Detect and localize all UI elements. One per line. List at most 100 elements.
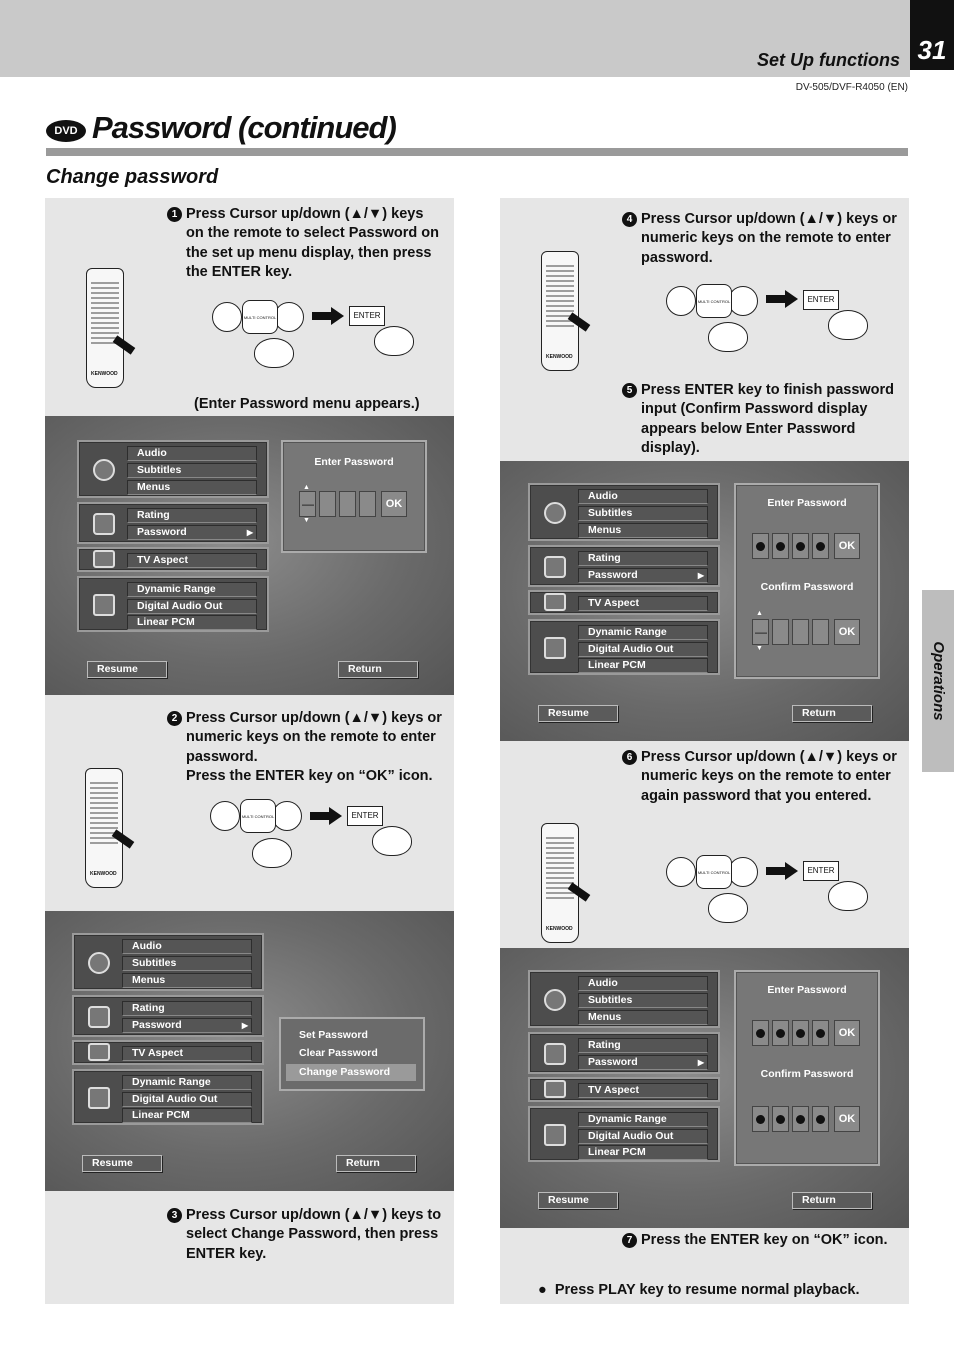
password-digit[interactable] xyxy=(792,1020,809,1046)
menu-item-tv-aspect[interactable]: TV Aspect xyxy=(122,1046,252,1061)
ok-button[interactable]: OK xyxy=(834,619,860,645)
password-digit[interactable] xyxy=(772,1106,789,1132)
menu-item-rating[interactable]: Rating xyxy=(122,1001,252,1016)
password-digit[interactable] xyxy=(772,533,789,559)
menu-item-dynamic-range[interactable]: Dynamic Range xyxy=(122,1075,252,1090)
enter-key-icon: ENTER xyxy=(803,861,839,881)
menu-item-menus[interactable]: Menus xyxy=(127,480,257,495)
cursor-left-icon xyxy=(210,801,240,831)
password-digit[interactable] xyxy=(792,533,809,559)
password-digit[interactable] xyxy=(319,491,336,517)
menu-item-tv-aspect[interactable]: TV Aspect xyxy=(578,1083,708,1098)
menu-item-linear-pcm[interactable]: Linear PCM xyxy=(127,615,257,630)
section-title: Set Up functions xyxy=(757,50,900,70)
step-6: 6 Press Cursor up/down (▲/▼) keys or num… xyxy=(622,748,900,806)
menu-item-rating[interactable]: Rating xyxy=(127,508,257,523)
password-digit[interactable] xyxy=(299,491,316,517)
password-digit[interactable] xyxy=(752,533,769,559)
page-number: 31 xyxy=(910,0,954,70)
speaker-icon xyxy=(544,1124,566,1146)
menu-item-subtitles[interactable]: Subtitles xyxy=(127,463,257,478)
option-set-password[interactable]: Set Password xyxy=(299,1029,368,1041)
ok-button[interactable]: OK xyxy=(381,491,407,517)
page-subtitle: Change password xyxy=(46,166,219,188)
cursor-right-icon xyxy=(272,801,302,831)
menu-item-digital-audio-out[interactable]: Digital Audio Out xyxy=(127,599,257,614)
menu-item-linear-pcm[interactable]: Linear PCM xyxy=(578,1145,708,1160)
menu-item-audio[interactable]: Audio xyxy=(578,489,708,504)
menu-item-linear-pcm[interactable]: Linear PCM xyxy=(578,658,708,673)
remote-brand: KENWOOD xyxy=(546,354,573,360)
password-digit[interactable] xyxy=(812,1020,829,1046)
page-title: Password (continued) xyxy=(92,110,397,145)
menu-item-subtitles[interactable]: Subtitles xyxy=(578,506,708,521)
menu-item-menus[interactable]: Menus xyxy=(578,1010,708,1025)
menu-item-tv-aspect[interactable]: TV Aspect xyxy=(127,553,257,568)
password-dialog: Enter Password OK Confirm Password OK xyxy=(734,970,880,1166)
resume-button[interactable]: Resume xyxy=(538,1192,618,1209)
return-button[interactable]: Return xyxy=(338,661,418,678)
speaker-icon xyxy=(93,594,115,616)
speaker-icon xyxy=(88,1087,110,1109)
speaker-icon xyxy=(544,637,566,659)
cursor-left-icon xyxy=(212,302,242,332)
password-digit[interactable] xyxy=(812,533,829,559)
menu-item-password[interactable]: Password xyxy=(578,568,708,583)
enter-key-icon: ENTER xyxy=(349,306,385,326)
password-digit[interactable] xyxy=(772,619,789,645)
multi-control-icon: MULTI CONTROL xyxy=(212,300,308,334)
menu-item-menus[interactable]: Menus xyxy=(578,523,708,538)
step-1-number: 1 xyxy=(167,207,182,222)
password-digit[interactable] xyxy=(752,1020,769,1046)
menu-item-audio[interactable]: Audio xyxy=(122,939,252,954)
enter-password-label: Enter Password xyxy=(767,984,847,996)
menu-item-audio[interactable]: Audio xyxy=(578,976,708,991)
option-clear-password[interactable]: Clear Password xyxy=(299,1047,378,1059)
step-5-number: 5 xyxy=(622,383,637,398)
return-button[interactable]: Return xyxy=(336,1155,416,1172)
menu-item-subtitles[interactable]: Subtitles xyxy=(122,956,252,971)
menu-item-audio[interactable]: Audio xyxy=(127,446,257,461)
menu-item-password[interactable]: Password xyxy=(122,1018,252,1033)
remote-brand: KENWOOD xyxy=(546,926,573,932)
option-change-password[interactable]: Change Password xyxy=(286,1064,416,1081)
password-digit[interactable] xyxy=(772,1020,789,1046)
ok-button[interactable]: OK xyxy=(834,1106,860,1132)
remote-keys xyxy=(91,279,119,347)
ok-button[interactable]: OK xyxy=(834,1020,860,1046)
menu-item-subtitles[interactable]: Subtitles xyxy=(578,993,708,1008)
multi-control-label: MULTI CONTROL xyxy=(696,284,732,318)
resume-button[interactable]: Resume xyxy=(87,661,167,678)
menu-item-digital-audio-out[interactable]: Digital Audio Out xyxy=(578,642,708,657)
menu-item-password[interactable]: Password xyxy=(578,1055,708,1070)
menu-item-rating[interactable]: Rating xyxy=(578,551,708,566)
menu-item-digital-audio-out[interactable]: Digital Audio Out xyxy=(122,1092,252,1107)
password-digit[interactable] xyxy=(339,491,356,517)
return-button[interactable]: Return xyxy=(792,705,872,722)
menu-item-menus[interactable]: Menus xyxy=(122,973,252,988)
menu-item-linear-pcm[interactable]: Linear PCM xyxy=(122,1108,252,1123)
menu-item-rating[interactable]: Rating xyxy=(578,1038,708,1053)
menu-item-tv-aspect[interactable]: TV Aspect xyxy=(578,596,708,611)
menu-item-dynamic-range[interactable]: Dynamic Range xyxy=(578,1112,708,1127)
lock-icon xyxy=(88,1006,110,1028)
password-digit[interactable] xyxy=(792,619,809,645)
menu-item-password[interactable]: Password xyxy=(127,525,257,540)
password-digit[interactable] xyxy=(359,491,376,517)
password-digit[interactable] xyxy=(752,619,769,645)
password-digits: OK xyxy=(299,491,419,517)
hand-icon xyxy=(372,826,412,856)
menu-item-dynamic-range[interactable]: Dynamic Range xyxy=(578,625,708,640)
resume-button[interactable]: Resume xyxy=(82,1155,162,1172)
ok-button[interactable]: OK xyxy=(834,533,860,559)
password-digit[interactable] xyxy=(812,619,829,645)
resume-button[interactable]: Resume xyxy=(538,705,618,722)
return-button[interactable]: Return xyxy=(792,1192,872,1209)
password-digit[interactable] xyxy=(812,1106,829,1132)
hand-icon xyxy=(252,838,292,868)
password-digit[interactable] xyxy=(792,1106,809,1132)
cursor-left-icon xyxy=(666,857,696,887)
password-digit[interactable] xyxy=(752,1106,769,1132)
menu-item-dynamic-range[interactable]: Dynamic Range xyxy=(127,582,257,597)
menu-item-digital-audio-out[interactable]: Digital Audio Out xyxy=(578,1129,708,1144)
